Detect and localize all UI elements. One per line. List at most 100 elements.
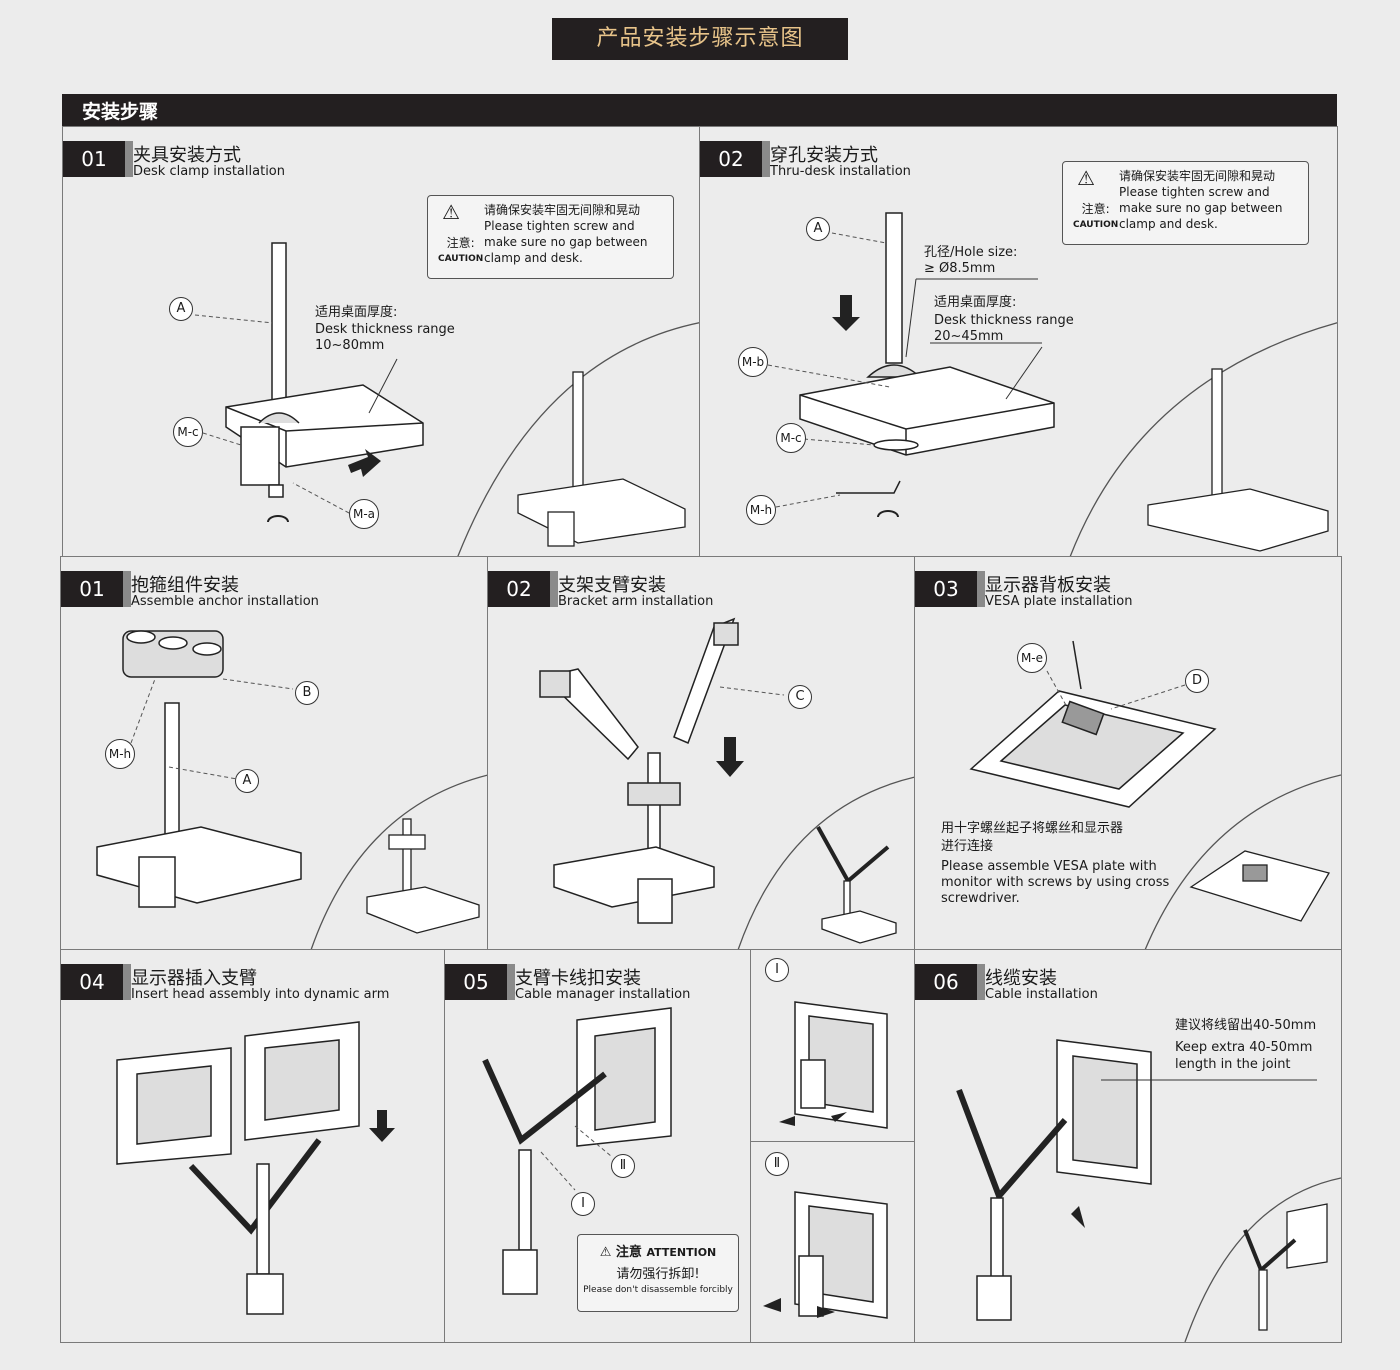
step-title-cn: 支臂卡线扣安装: [515, 968, 641, 989]
thickness-cn: 适用桌面厚度:: [934, 295, 1017, 310]
banner-title: 产品安装步骤示意图: [552, 18, 848, 60]
caution-label-zh: 注意:: [446, 236, 475, 250]
panel-vesa-install: 03 显示器背板安装 VESA plate installation M-e D…: [914, 556, 1342, 951]
bracket-diagram: [539, 617, 915, 950]
thickness-cn: 适用桌面厚度:: [315, 305, 398, 320]
rotate-icon: [267, 515, 289, 523]
step-title-en: Cable manager installation: [515, 987, 691, 1002]
caution-en: Please tighten screw and make sure no ga…: [484, 219, 648, 265]
panel-step-i: Ⅰ: [750, 949, 916, 1143]
caution-label-zh: 注意:: [1081, 202, 1110, 216]
attention-msg-en: Please don't disassemble forcibly: [583, 1285, 733, 1295]
label-mc: M-c: [173, 417, 203, 447]
caution-zh: 请确保安装牢固无间隙和晃动: [484, 203, 641, 217]
arrow-right-icon: [348, 449, 381, 477]
hole-size-label: 孔径/Hole size:: [924, 245, 1018, 260]
step-number: 02: [488, 571, 558, 607]
label-i: Ⅰ: [765, 958, 789, 982]
label-ma: M-a: [349, 499, 379, 529]
arrow-down-icon: [832, 295, 860, 331]
section-title: 安装步骤: [82, 101, 159, 123]
hole-size-value: ≥ Ø8.5mm: [924, 261, 996, 276]
label-i: Ⅰ: [571, 1192, 595, 1216]
label-a: A: [235, 769, 259, 793]
attention-en: ATTENTION: [646, 1246, 717, 1259]
clamp-diagram: [194, 242, 700, 557]
warning-icon: ⚠: [599, 1245, 616, 1260]
vesa-desc-en-1: Please assemble VESA plate with: [941, 859, 1157, 874]
panel-thru-desk-install: 02 穿孔安装方式 Thru-desk installation: [699, 126, 1338, 558]
arrow-left-icon: [763, 1298, 781, 1312]
attention-cn: 注意: [615, 1245, 642, 1260]
caution-box: ⚠ 注意: CAUTION 请确保安装牢固无间隙和晃动 Please tighte…: [427, 195, 674, 279]
step-number: 04: [61, 964, 131, 1000]
label-mh: M-h: [105, 739, 135, 769]
thru-desk-diagram: [767, 212, 1337, 557]
thickness-en: Desk thickness range: [315, 322, 455, 337]
label-mh: M-h: [746, 495, 776, 525]
step-number: 03: [915, 571, 985, 607]
rotate-icon: [877, 510, 899, 518]
thickness-range: 20~45mm: [934, 329, 1004, 344]
caution-box: ⚠ 注意:CAUTION 请确保安装牢固无间隙和晃动 Please tighte…: [1062, 161, 1309, 245]
insert-diagram: [116, 1021, 395, 1315]
cable-note-en-1: Keep extra 40-50mm: [1175, 1040, 1313, 1055]
arrow-down-icon: [716, 737, 744, 777]
step-title-en: VESA plate installation: [985, 594, 1133, 609]
step-title-cn: 抱箍组件安装: [131, 575, 239, 596]
step-i-diagram: [779, 1001, 888, 1129]
panel-cable-manager: 05 支臂卡线扣安装 Cable manager installation Ⅱ …: [444, 949, 752, 1343]
attention-box: ⚠ 注意 ATTENTION 请勿强行拆卸! Please don't disa…: [577, 1234, 739, 1312]
step-ii-diagram: [763, 1191, 888, 1319]
step-number: 02: [700, 141, 770, 177]
step-number: 01: [61, 571, 131, 607]
label-me: M-e: [1017, 643, 1047, 673]
vesa-desc-cn-2: 进行连接: [941, 839, 994, 854]
step-number: 06: [915, 964, 985, 1000]
label-ii: Ⅱ: [765, 1152, 789, 1176]
step-number: 05: [445, 964, 515, 1000]
vesa-desc-en-3: screwdriver.: [941, 891, 1020, 906]
cable-note-cn: 建议将线留出40-50mm: [1175, 1018, 1317, 1033]
label-a: A: [169, 297, 193, 321]
step-title-en: Thru-desk installation: [770, 164, 911, 179]
caution-label-en: CAUTION: [438, 254, 484, 264]
step-title-cn: 显示器背板安装: [985, 575, 1111, 596]
label-b: B: [295, 681, 319, 705]
panel-clamp-install: 01 夹具安装方式 Desk clamp installation A M-c …: [62, 126, 701, 558]
arrow-right-icon: [817, 1306, 835, 1318]
vesa-desc-cn-1: 用十字螺丝起子将螺丝和显示器: [941, 821, 1124, 836]
panel-anchor-install: 01 抱箍组件安装 Assemble anchor installation B…: [60, 556, 489, 951]
arrow-up-icon: [1071, 1206, 1085, 1228]
warning-icon: ⚠: [1077, 166, 1095, 190]
section-header: 安装步骤: [62, 94, 1337, 126]
thickness-en: Desk thickness range: [934, 313, 1074, 328]
arrow-left-icon: [779, 1116, 795, 1126]
step-title-cn: 穿孔安装方式: [770, 145, 878, 166]
panel-cable-install: 06 线缆安装 Cable installation 建议将线留出40-50mm…: [914, 949, 1342, 1343]
step-title-cn: 夹具安装方式: [133, 145, 241, 166]
anchor-diagram: [96, 630, 488, 950]
cable-manager-diagram: [482, 1007, 672, 1295]
caution-en: Please tighten screw and make sure no ga…: [1119, 185, 1283, 231]
label-c: C: [788, 685, 812, 709]
step-title-en: Insert head assembly into dynamic arm: [131, 987, 390, 1002]
label-d: D: [1185, 669, 1209, 693]
label-mc: M-c: [776, 423, 806, 453]
panel-bracket-arm-install: 02 支架支臂安装 Bracket arm installation C: [487, 556, 916, 951]
step-title-cn: 支架支臂安装: [558, 575, 666, 596]
attention-msg-cn: 请勿强行拆卸!: [616, 1267, 700, 1282]
vesa-desc-en-2: monitor with screws by using cross: [941, 875, 1170, 890]
warning-icon: ⚠: [442, 200, 460, 224]
panel-insert-head: 04 显示器插入支臂 Insert head assembly into dyn…: [60, 949, 446, 1343]
cable-note-en-2: length in the joint: [1175, 1057, 1291, 1072]
step-title-cn: 显示器插入支臂: [131, 968, 257, 989]
step-title-en: Assemble anchor installation: [131, 594, 319, 609]
arrow-right-icon: [831, 1112, 847, 1122]
vesa-diagram: [969, 640, 1341, 950]
step-title-en: Bracket arm installation: [558, 594, 714, 609]
label-mb: M-b: [738, 347, 768, 377]
label-ii: Ⅱ: [611, 1154, 635, 1178]
step-title-en: Cable installation: [985, 987, 1098, 1002]
cable-diagram: [956, 1039, 1341, 1342]
